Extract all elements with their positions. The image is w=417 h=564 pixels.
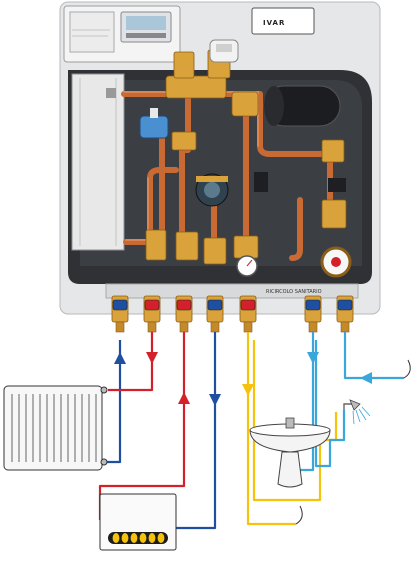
outlet-label: RICIRCOLO SANITARIO xyxy=(266,289,322,295)
radiator-supply-pipe xyxy=(108,332,154,392)
cold-pipe-a xyxy=(296,332,315,472)
basin-tap xyxy=(285,417,295,429)
valve-radiator-return[interactable] xyxy=(111,295,129,333)
boiler-unit xyxy=(99,493,177,551)
brand-plate: IVAR xyxy=(251,7,315,35)
dhw-pipe-b xyxy=(252,340,338,502)
wall-stub-cold-inlet xyxy=(403,359,411,379)
burner-flames xyxy=(112,533,165,543)
wall-stub-dhw xyxy=(295,505,303,525)
burner-flame xyxy=(148,533,156,543)
valve-handle[interactable] xyxy=(176,299,192,311)
water-meter xyxy=(320,246,352,278)
arrow-cold-down xyxy=(307,352,319,364)
flow-arrows xyxy=(114,352,372,406)
valve-handle[interactable] xyxy=(112,299,128,311)
flow-sensor xyxy=(328,178,346,192)
radiator-return-pipe xyxy=(106,340,122,464)
valve-handle[interactable] xyxy=(207,299,223,311)
arrow-radiator-supply-down xyxy=(146,352,158,364)
arrow-boiler-supply-up xyxy=(178,392,190,404)
temperature-gauge xyxy=(236,255,258,277)
brand-label: IVAR xyxy=(263,19,285,27)
burner-flame xyxy=(139,533,147,543)
washbasin xyxy=(249,417,331,488)
valve-boiler-return[interactable] xyxy=(206,295,224,333)
valve-rail xyxy=(105,283,359,299)
expansion-tank xyxy=(263,85,341,127)
plate-heat-exchanger xyxy=(71,73,125,251)
controller-unit xyxy=(63,5,181,63)
mixing-valve xyxy=(139,108,169,139)
arrow-radiator-return-up xyxy=(114,352,126,364)
boiler-supply-pipe xyxy=(98,332,186,520)
valve-dhw-out[interactable] xyxy=(239,295,257,333)
radiator-valve-top xyxy=(100,386,108,394)
radiator-fins xyxy=(11,394,97,462)
valve-radiator-supply[interactable] xyxy=(143,295,161,333)
arrow-dhw-down xyxy=(242,384,254,396)
valve-cold-in[interactable] xyxy=(336,295,354,333)
outlet-valves xyxy=(111,295,354,333)
thermostatic-actuator xyxy=(209,39,239,63)
valve-handle[interactable] xyxy=(144,299,160,311)
valve-recirculation[interactable] xyxy=(304,295,322,333)
burner-flame xyxy=(112,533,120,543)
burner-flame xyxy=(121,533,129,543)
arrow-cold-in-left xyxy=(360,372,372,384)
burner-flame xyxy=(130,533,138,543)
sensor-block xyxy=(254,172,268,192)
valve-boiler-supply[interactable] xyxy=(175,295,193,333)
valve-handle[interactable] xyxy=(240,299,256,311)
radiator-valve-bottom xyxy=(100,458,108,466)
cold-main-pipe xyxy=(343,332,404,380)
circulation-pump xyxy=(195,173,229,207)
boiler-return-pipe xyxy=(176,332,217,530)
valve-handle[interactable] xyxy=(305,299,321,311)
burner-flame xyxy=(157,533,165,543)
radiator xyxy=(3,385,108,471)
brass-manifold xyxy=(145,49,347,265)
arrow-boiler-return-down xyxy=(209,394,221,406)
valve-handle[interactable] xyxy=(337,299,353,311)
shower-head xyxy=(343,399,371,425)
